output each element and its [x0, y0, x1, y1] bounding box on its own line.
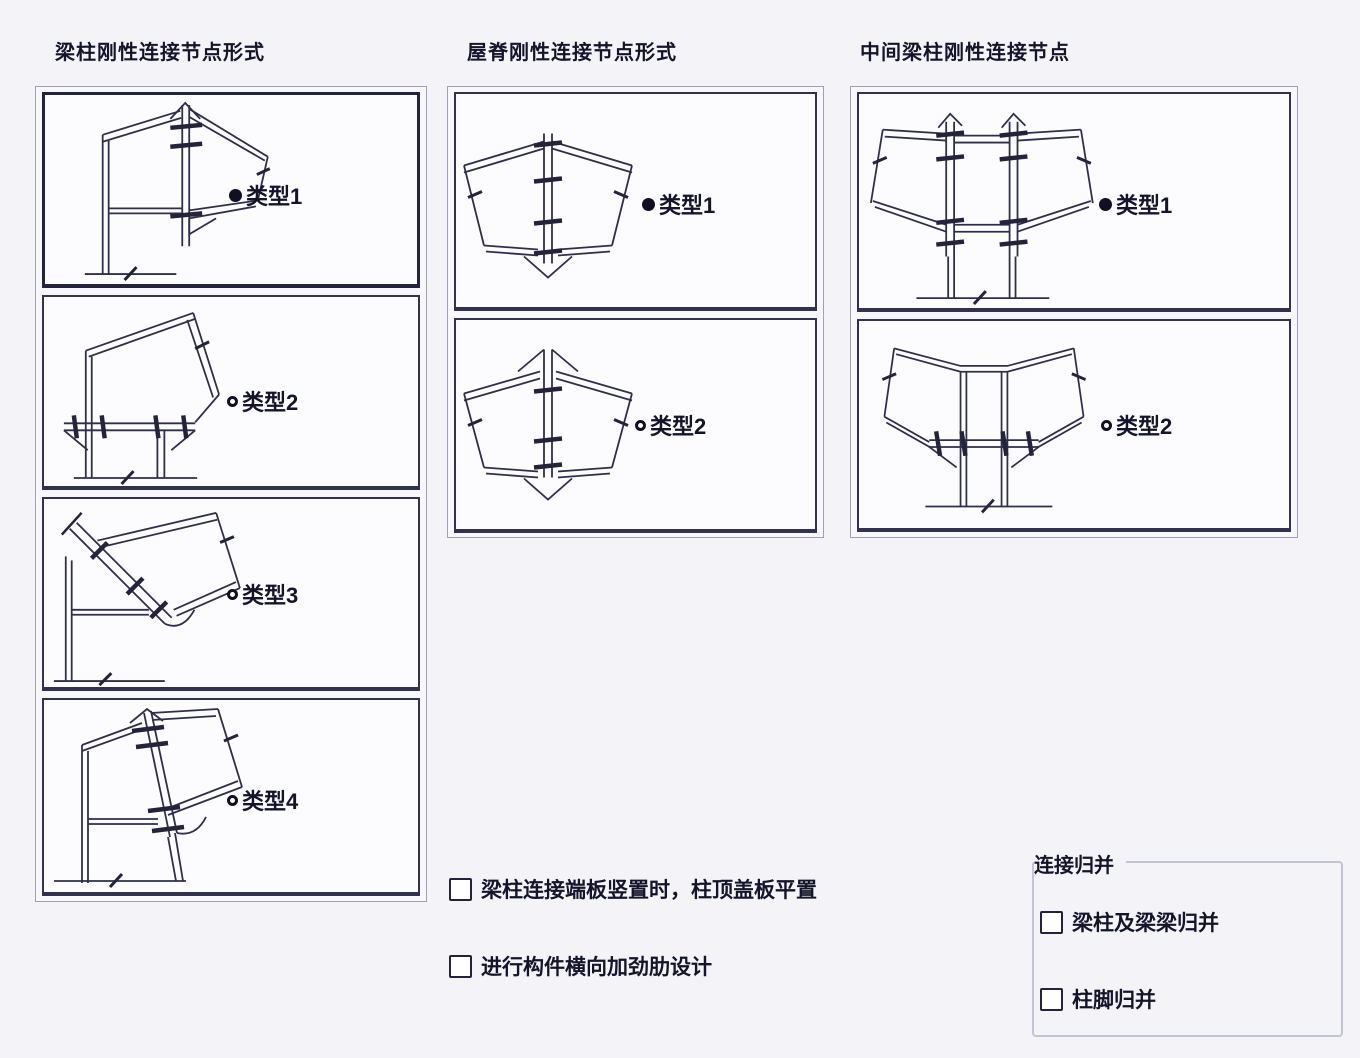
radio-unselected-ring — [635, 419, 646, 431]
checkbox-endplate-vertical[interactable]: 梁柱连接端板竖置时，柱顶盖板平置 — [449, 874, 817, 904]
radio-eave-type-1[interactable]: 类型1 — [229, 179, 302, 211]
mid-column-group-title: 中间梁柱刚性连接节点 — [860, 42, 1070, 64]
checkbox-box[interactable] — [449, 877, 472, 901]
ridge-type1-diagram — [463, 133, 633, 279]
radio-label: 类型1 — [246, 184, 303, 209]
radio-unselected-ring — [227, 588, 238, 600]
radio-label: 类型2 — [242, 390, 299, 415]
radio-label: 类型2 — [1116, 414, 1173, 439]
radio-unselected-ring — [1101, 419, 1112, 431]
eave-type3-diagram — [53, 511, 241, 687]
checkbox-beam-column-merge[interactable]: 梁柱及梁梁归并 — [1040, 907, 1219, 937]
checkbox-transverse-stiffener[interactable]: 进行构件横向加劲肋设计 — [449, 951, 712, 981]
radio-unselected-ring — [227, 794, 238, 806]
radio-label: 类型1 — [659, 193, 716, 218]
checkbox-box[interactable] — [1040, 987, 1063, 1011]
radio-eave-type-2[interactable]: 类型2 — [227, 385, 298, 417]
eave-type4-diagram — [54, 707, 243, 889]
panel-eave-type-3: 类型3 — [42, 497, 420, 691]
panel-eave-type-2: 类型2 — [42, 295, 420, 490]
panel-mid-type-2: 类型2 — [857, 319, 1291, 532]
merge-group-box: 连接归并 梁柱及梁梁归并 柱脚归并 — [1032, 849, 1343, 1037]
checkbox-box[interactable] — [1040, 910, 1063, 934]
panel-eave-type-1: 类型1 — [42, 92, 420, 288]
radio-label: 类型4 — [242, 789, 299, 814]
checkbox-label: 梁柱及梁梁归并 — [1072, 912, 1219, 935]
eave-type1-diagram — [84, 101, 271, 282]
checkbox-label: 柱脚归并 — [1072, 989, 1156, 1012]
panel-eave-type-4: 类型4 — [42, 698, 420, 896]
radio-selected-dot — [642, 197, 655, 211]
checkbox-box[interactable] — [449, 954, 472, 978]
radio-selected-dot — [1099, 197, 1112, 211]
panel-mid-type-1: 类型1 — [857, 92, 1291, 312]
ridge-type2-diagram — [463, 348, 633, 501]
radio-label: 类型1 — [1116, 193, 1173, 218]
panel-ridge-type-1: 类型1 — [454, 92, 817, 311]
radio-ridge-type-1[interactable]: 类型1 — [642, 188, 715, 220]
eave-type2-diagram — [63, 312, 220, 486]
radio-label: 类型3 — [242, 583, 299, 608]
radio-mid-type-1[interactable]: 类型1 — [1099, 188, 1172, 220]
panel-ridge-type-2: 类型2 — [454, 318, 817, 533]
checkbox-label: 梁柱连接端板竖置时，柱顶盖板平置 — [481, 879, 817, 902]
mid-column-type1-diagram — [870, 112, 1094, 306]
radio-eave-type-4[interactable]: 类型4 — [227, 784, 298, 816]
ridge-group-title: 屋脊刚性连接节点形式 — [467, 42, 677, 64]
radio-selected-dot — [229, 188, 242, 202]
radio-ridge-type-2[interactable]: 类型2 — [635, 409, 706, 441]
radio-label: 类型2 — [650, 414, 707, 439]
eave-group-title: 梁柱刚性连接节点形式 — [55, 42, 265, 64]
radio-eave-type-3[interactable]: 类型3 — [227, 578, 298, 610]
mid-column-type2-diagram — [881, 347, 1087, 514]
radio-mid-type-2[interactable]: 类型2 — [1101, 409, 1172, 441]
checkbox-label: 进行构件横向加劲肋设计 — [481, 956, 712, 979]
checkbox-column-base-merge[interactable]: 柱脚归并 — [1040, 984, 1156, 1014]
merge-group-title: 连接归并 — [1034, 849, 1126, 878]
radio-unselected-ring — [227, 395, 238, 407]
